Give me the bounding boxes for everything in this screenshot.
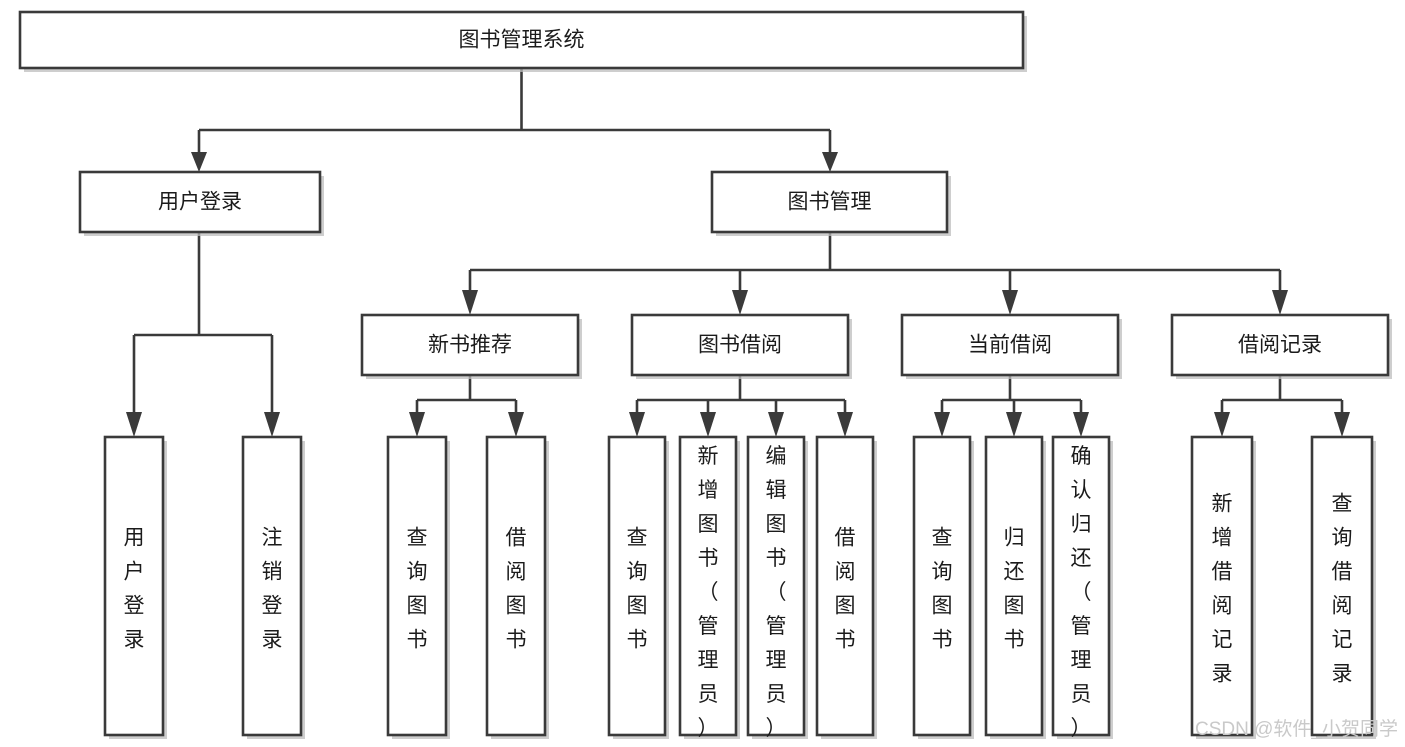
leaf-box-12[interactable] <box>1310 435 1374 737</box>
arrow-head-br-add-record <box>1214 412 1230 437</box>
leaf-box-3[interactable] <box>485 435 547 737</box>
leaf-label-7: 借阅图书 <box>835 527 856 652</box>
leaf-node-5[interactable]: 新增图书（管理员） <box>678 435 740 740</box>
leaf-box-9[interactable] <box>984 435 1044 737</box>
new-book-recommend-box[interactable] <box>360 313 580 377</box>
arrow-head-new-book <box>462 290 478 315</box>
arrow-head-borrow-book <box>732 290 748 315</box>
borrow-record-box[interactable] <box>1170 313 1390 377</box>
leaf-box-7[interactable] <box>815 435 875 737</box>
arrow-head-bb-borrow-book <box>837 412 853 437</box>
arrow-head-cb-confirm-return <box>1073 412 1089 437</box>
arrow-head-nb-borrow-book <box>508 412 524 437</box>
book-borrow-box[interactable] <box>630 313 850 377</box>
root-label: 图书管理系统 <box>459 29 585 52</box>
node-new-book-recommend[interactable]: 新书推荐 <box>360 313 582 379</box>
leaf-node-0[interactable]: 用户登录 <box>103 435 167 739</box>
book-management-label: 图书管理 <box>788 191 872 214</box>
arrow-head-leaf-logout <box>264 412 280 437</box>
arrow-head-cb-return-book <box>1006 412 1022 437</box>
leaf-box-1[interactable] <box>241 435 303 737</box>
leaf-node-6[interactable]: 编辑图书（管理员） <box>746 435 808 740</box>
leaf-node-3[interactable]: 借阅图书 <box>485 435 549 739</box>
leaf-node-2[interactable]: 查询图书 <box>386 435 450 739</box>
arrow-head-book-mgmt <box>822 152 838 172</box>
leaf-node-layer: 用户登录 注销登录 查询图书 借阅图书 查询图书 新增图书（管理员） 编辑图书（管理员） 借阅… <box>103 435 1376 740</box>
arrow-head-bb-edit-book <box>768 412 784 437</box>
leaf-label-3: 借阅图书 <box>506 527 527 652</box>
arrow-head-leaf-user-login <box>126 412 142 437</box>
leaf-node-9[interactable]: 归还图书 <box>984 435 1046 739</box>
leaf-box-4[interactable] <box>607 435 667 737</box>
leaf-node-1[interactable]: 注销登录 <box>241 435 305 739</box>
book-borrow-label: 图书借阅 <box>698 334 782 357</box>
leaf-label-4: 查询图书 <box>627 527 648 652</box>
node-book-management[interactable]: 图书管理 <box>710 170 951 236</box>
leaf-label-8: 查询图书 <box>932 527 953 652</box>
current-borrow-box[interactable] <box>900 313 1120 377</box>
leaf-label-10: 确认归还（管理员） <box>1071 445 1092 740</box>
borrow-record-label: 借阅记录 <box>1238 334 1322 357</box>
leaf-node-7[interactable]: 借阅图书 <box>815 435 877 739</box>
leaf-label-12: 查询借阅记录 <box>1332 493 1353 686</box>
arrow-head-bb-query-book <box>629 412 645 437</box>
leaf-box-2[interactable] <box>386 435 448 737</box>
user-login-label: 用户登录 <box>158 191 242 214</box>
leaf-label-0: 用户登录 <box>124 527 145 652</box>
new-book-recommend-label: 新书推荐 <box>428 334 512 357</box>
arrow-head-current-borrow <box>1002 290 1018 315</box>
node-root[interactable]: 图书管理系统 <box>18 10 1027 72</box>
book-management-box[interactable] <box>710 170 949 234</box>
leaf-box-5[interactable] <box>678 435 738 737</box>
leaf-node-10[interactable]: 确认归还（管理员） <box>1051 435 1113 740</box>
leaf-box-6[interactable] <box>746 435 806 737</box>
node-current-borrow[interactable]: 当前借阅 <box>900 313 1122 379</box>
csdn-watermark: CSDN @软件_小贺同学 <box>1195 718 1398 740</box>
leaf-label-1: 注销登录 <box>262 527 283 652</box>
leaf-label-11: 新增借阅记录 <box>1212 493 1233 686</box>
arrow-head-cb-query-book <box>934 412 950 437</box>
arrow-head-br-query-record <box>1334 412 1350 437</box>
leaf-node-4[interactable]: 查询图书 <box>607 435 669 739</box>
leaf-node-11[interactable]: 新增借阅记录 <box>1190 435 1256 739</box>
leaf-box-11[interactable] <box>1190 435 1254 737</box>
node-borrow-record[interactable]: 借阅记录 <box>1170 313 1392 379</box>
leaf-node-12[interactable]: 查询借阅记录 <box>1310 435 1376 739</box>
leaf-box-10[interactable] <box>1051 435 1111 737</box>
root-box[interactable] <box>18 10 1025 70</box>
leaf-label-6: 编辑图书（管理员） <box>766 445 787 740</box>
arrow-head-nb-query-book <box>409 412 425 437</box>
leaf-box-8[interactable] <box>912 435 972 737</box>
arrow-head-user-login <box>191 152 207 172</box>
arrow-head-bb-add-book <box>700 412 716 437</box>
leaf-label-5: 新增图书（管理员） <box>698 445 719 740</box>
leaf-box-0[interactable] <box>103 435 165 737</box>
leaf-node-8[interactable]: 查询图书 <box>912 435 974 739</box>
arrow-head-borrow-record <box>1272 290 1288 315</box>
connector-layer <box>126 68 1350 437</box>
leaf-label-2: 查询图书 <box>407 527 428 652</box>
current-borrow-label: 当前借阅 <box>968 334 1052 357</box>
leaf-label-9: 归还图书 <box>1004 527 1025 652</box>
node-book-borrow[interactable]: 图书借阅 <box>630 313 852 379</box>
user-login-box[interactable] <box>78 170 322 234</box>
node-user-login[interactable]: 用户登录 <box>78 170 324 236</box>
